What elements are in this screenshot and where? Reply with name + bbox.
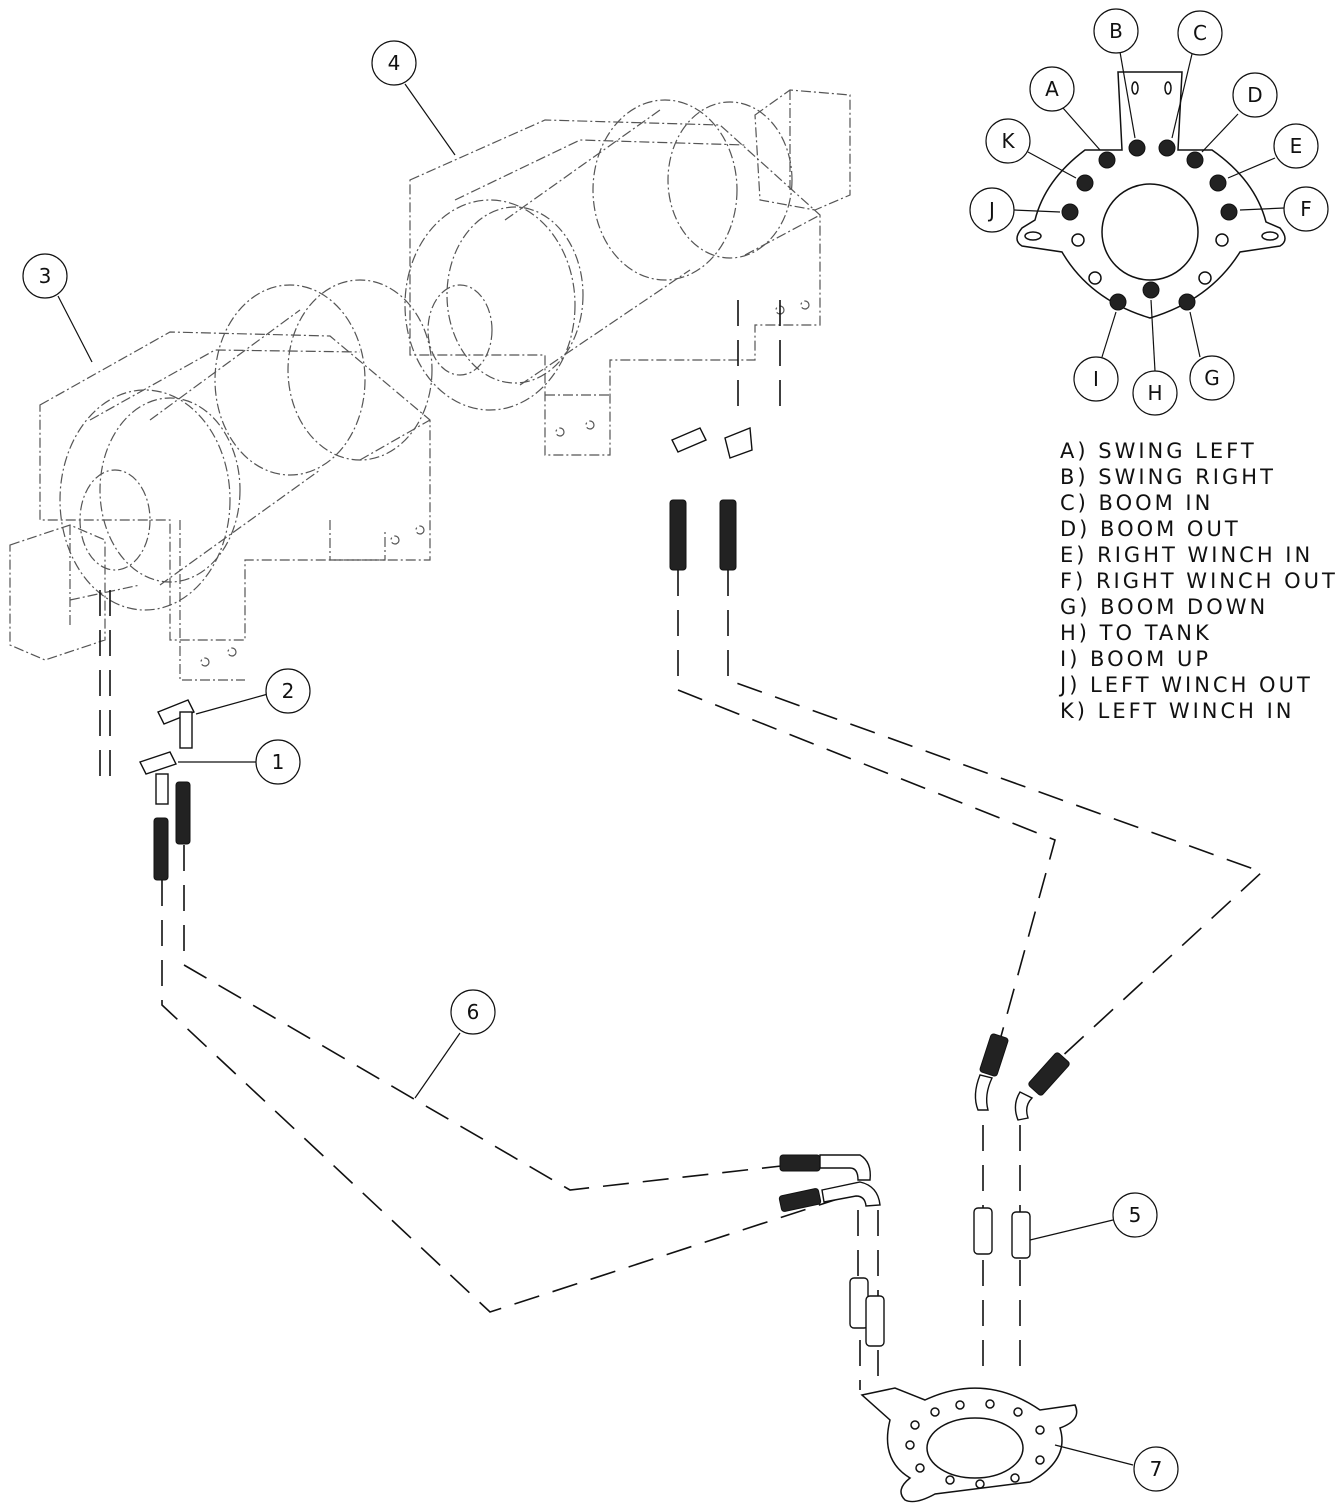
legend-item-i: I) BOOM UP xyxy=(1060,647,1211,671)
right-winch-phantom xyxy=(404,89,851,456)
port-label-b: B xyxy=(1109,19,1123,43)
port-balloon-k: K xyxy=(985,118,1031,164)
hose-routes xyxy=(99,300,1264,1390)
port-balloon-b: B xyxy=(1093,8,1139,54)
part-label-7: 7 xyxy=(1150,1457,1163,1481)
left-winch-fittings xyxy=(139,699,195,881)
legend-item-d: D) BOOM OUT xyxy=(1060,517,1241,541)
part-label-2: 2 xyxy=(282,679,295,703)
legend-item-a: A) SWING LEFT xyxy=(1060,439,1257,463)
port-label-e: E xyxy=(1290,134,1303,158)
part-balloon-5: 5 xyxy=(1112,1192,1158,1238)
part-label-3: 3 xyxy=(39,264,52,288)
port-balloon-c: C xyxy=(1177,10,1223,56)
right-winch-fittings xyxy=(669,427,753,571)
part-balloon-2: 2 xyxy=(265,668,311,714)
part-balloon-3: 3 xyxy=(22,253,68,299)
legend-item-c: C) BOOM IN xyxy=(1060,491,1213,515)
part-balloons: 1 2 3 4 5 6 7 xyxy=(22,40,1179,1492)
port-balloon-a: A xyxy=(1029,66,1075,112)
port-balloons: A B C D E F G H I J K xyxy=(969,8,1329,416)
port-label-g: G xyxy=(1204,366,1220,390)
port-balloon-h: H xyxy=(1132,370,1178,416)
part-label-4: 4 xyxy=(388,51,401,75)
part-label-6: 6 xyxy=(467,1000,480,1024)
port-label-h: H xyxy=(1147,381,1162,405)
port-balloon-d: D xyxy=(1232,72,1278,118)
legend-item-j: J) LEFT WINCH OUT xyxy=(1058,673,1313,697)
part-label-1: 1 xyxy=(272,750,285,774)
legend-item-e: E) RIGHT WINCH IN xyxy=(1060,543,1313,567)
port-legend: A) SWING LEFT B) SWING RIGHT C) BOOM IN … xyxy=(1058,439,1338,723)
part-label-5: 5 xyxy=(1129,1203,1142,1227)
port-balloon-g: G xyxy=(1189,355,1235,401)
port-balloon-f: F xyxy=(1283,186,1329,232)
legend-item-k: K) LEFT WINCH IN xyxy=(1060,699,1295,723)
left-winch-phantom xyxy=(9,279,433,681)
legend-item-b: B) SWING RIGHT xyxy=(1060,465,1276,489)
manifold-hose-fittings xyxy=(778,1033,1070,1347)
port-label-f: F xyxy=(1300,197,1312,221)
part-balloon-1: 1 xyxy=(255,739,301,785)
port-label-k: K xyxy=(1001,129,1015,153)
manifold-plate xyxy=(860,1387,1078,1503)
port-balloon-e: E xyxy=(1273,123,1319,169)
part-balloon-6: 6 xyxy=(450,989,496,1035)
port-balloon-i: I xyxy=(1073,356,1119,402)
part-balloon-7: 7 xyxy=(1133,1446,1179,1492)
port-label-a: A xyxy=(1045,77,1059,101)
port-label-d: D xyxy=(1247,83,1262,107)
part-leaders xyxy=(57,83,1134,1466)
legend-item-g: G) BOOM DOWN xyxy=(1060,595,1268,619)
port-label-j: J xyxy=(987,198,995,222)
legend-item-h: H) TO TANK xyxy=(1060,621,1212,645)
port-label-c: C xyxy=(1193,21,1207,45)
port-label-i: I xyxy=(1093,367,1099,391)
port-balloon-j: J xyxy=(969,187,1015,233)
manifold-plate-detail xyxy=(1013,51,1286,372)
legend-item-f: F) RIGHT WINCH OUT xyxy=(1060,569,1338,593)
part-balloon-4: 4 xyxy=(371,40,417,86)
